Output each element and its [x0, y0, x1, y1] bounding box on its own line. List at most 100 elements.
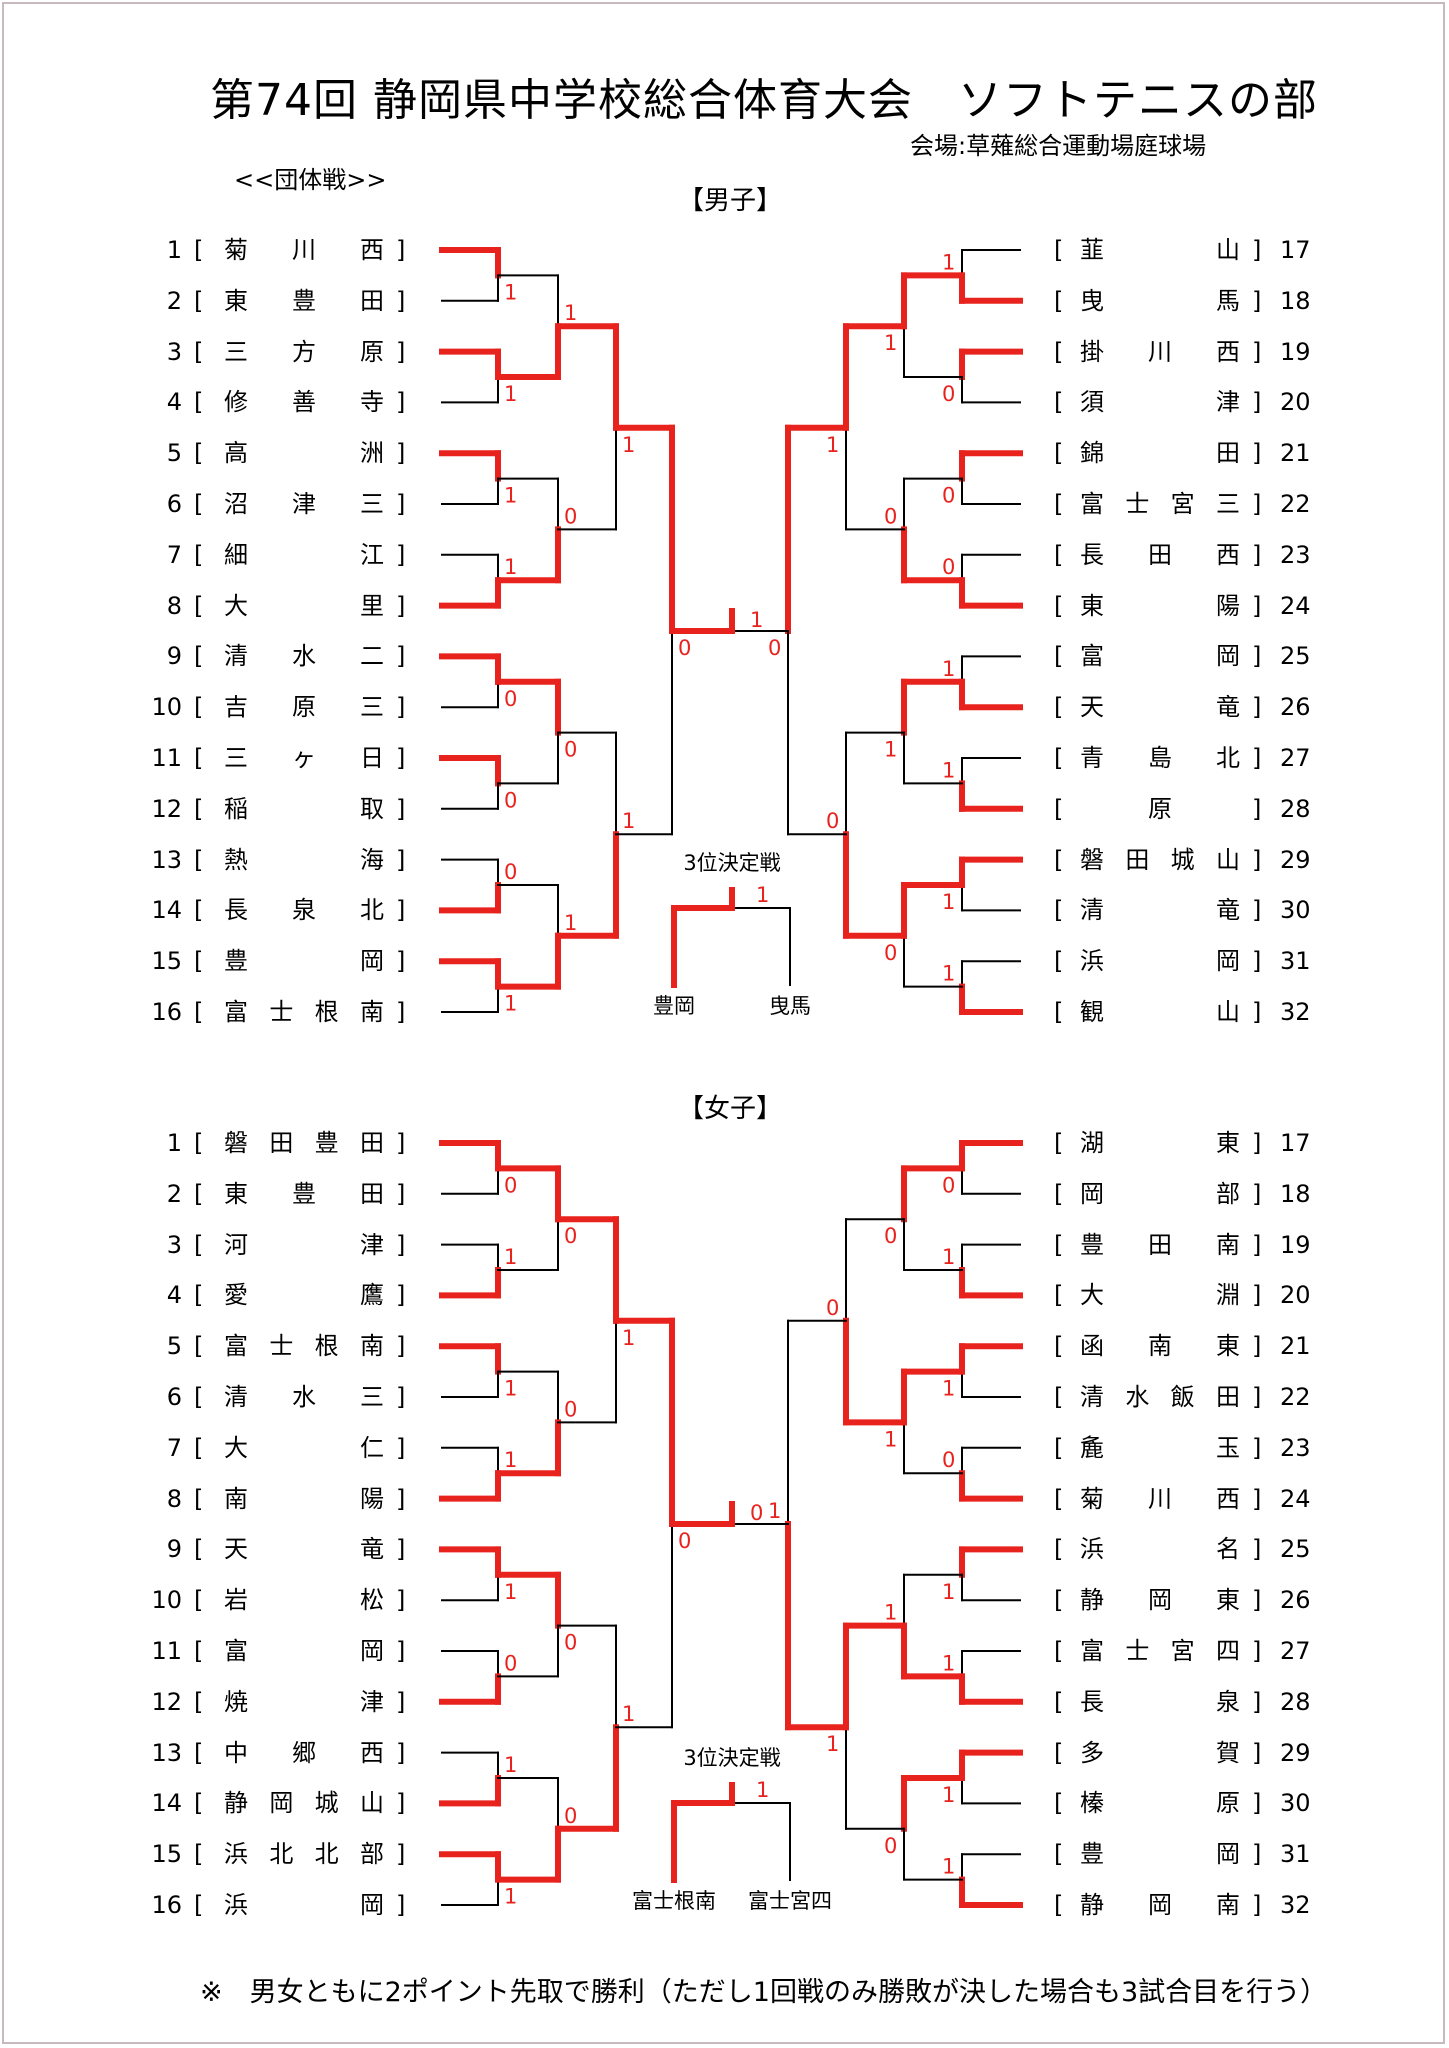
team-name: 吉原三 [224, 690, 384, 724]
team-name-char: 泉 [1216, 1687, 1240, 1716]
bracket-close: ] [396, 1332, 406, 1361]
bracket-close: ] [1252, 1332, 1262, 1361]
team-entry: 3[河津] [150, 1228, 430, 1262]
team-entry: 13[熱海] [150, 843, 430, 877]
bracket-open: [ [1054, 1738, 1064, 1767]
bracket-close: ] [1252, 744, 1262, 772]
bracket-open: [ [194, 1738, 204, 1767]
match-score: 0 [942, 1448, 955, 1472]
bracket-open: [ [194, 1179, 204, 1208]
bracket-close: ] [1252, 1789, 1262, 1818]
team-entry: 7[細江] [150, 538, 430, 572]
team-name: 東陽 [1080, 589, 1240, 623]
team-name-char: 川 [292, 236, 316, 264]
match-score: 1 [942, 758, 955, 782]
bracket-close: ] [396, 693, 406, 722]
match-score: 0 [564, 1804, 577, 1828]
team-number: 5 [166, 1332, 182, 1361]
bracket-close: ] [396, 1433, 406, 1462]
team-name: 韮山 [1080, 233, 1240, 267]
team-entry: [豊田南]19 [1054, 1228, 1334, 1262]
team-number: 3 [166, 337, 182, 366]
match-score: 1 [768, 1499, 781, 1523]
team-number: 21 [1280, 1332, 1311, 1361]
third-place-right-team: 富士宮四 [748, 1889, 832, 1913]
team-name-char: 東 [224, 286, 248, 315]
team-entry: [韮山]17 [1054, 233, 1334, 267]
team-name-char: 原 [360, 337, 384, 366]
match-score: 1 [942, 1651, 955, 1675]
footnote: ※ 男女ともに2ポイント先取で勝利（ただし1回戦のみ勝敗が決した場合も3試合目を… [200, 1977, 1328, 2008]
team-name-char: 天 [224, 1535, 248, 1564]
team-name-char: 岡 [269, 1789, 294, 1818]
team-name: 東豊田 [224, 284, 384, 318]
team-number: 22 [1280, 1383, 1311, 1411]
bracket-close: ] [396, 1840, 406, 1869]
bracket-close: ] [396, 591, 406, 620]
bracket-open: [ [194, 1332, 204, 1361]
bracket-open: [ [1054, 794, 1064, 823]
team-name-char: 北 [1216, 744, 1240, 772]
team-name-char: 大 [224, 591, 248, 620]
team-entry: [菊川西]24 [1054, 1482, 1334, 1516]
team-name-char: 陽 [360, 1484, 384, 1513]
match-score: 0 [564, 504, 577, 528]
team-name-char: 根 [314, 998, 339, 1026]
bracket-close: ] [1252, 1179, 1262, 1208]
team-name-char: 部 [359, 1840, 384, 1869]
team-number: 24 [1280, 591, 1311, 620]
bracket-close: ] [1252, 794, 1262, 823]
bracket-close: ] [1252, 1383, 1262, 1411]
team-entry: 2[東豊田] [150, 1177, 430, 1211]
team-number: 32 [1280, 998, 1311, 1026]
bracket-open: [ [194, 1230, 204, 1259]
team-number: 8 [166, 1484, 182, 1513]
team-number: 30 [1280, 1789, 1311, 1818]
team-entry: [磐田城山]29 [1054, 843, 1334, 877]
team-name: 河津 [224, 1228, 384, 1262]
team-name-char: 磐 [1080, 845, 1104, 874]
team-name-char: 賀 [1216, 1738, 1240, 1767]
team-name-char: 泉 [292, 896, 316, 925]
team-name-char: 江 [360, 540, 384, 569]
team-name-char: 岡 [360, 1637, 384, 1665]
team-entry: [浜岡]31 [1054, 944, 1334, 978]
bracket-close: ] [396, 1484, 406, 1513]
bracket-open: [ [1054, 1332, 1064, 1361]
team-name-char: 豊 [292, 1179, 316, 1208]
team-name-char: 豊 [314, 1129, 339, 1157]
team-number: 6 [166, 490, 182, 518]
match-score: 1 [884, 1427, 897, 1451]
bracket-open: [ [194, 693, 204, 722]
match-score: 1 [504, 1245, 517, 1269]
bracket-close: ] [396, 794, 406, 823]
bracket-close: ] [396, 337, 406, 366]
team-entry: 4[愛鷹] [150, 1278, 430, 1312]
team-name: 大淵 [1080, 1278, 1240, 1312]
team-name-char: 富 [1080, 642, 1104, 671]
bracket-close: ] [396, 1687, 406, 1716]
team-number: 27 [1280, 744, 1311, 772]
team-name: 磐田豊田 [224, 1126, 384, 1160]
match-score: 1 [504, 555, 517, 579]
team-name: 錦田 [1080, 436, 1240, 470]
team-entry: 16[浜岡] [150, 1888, 430, 1922]
bracket-open: [ [194, 1535, 204, 1564]
match-score: 1 [826, 433, 839, 457]
match-score: 1 [942, 962, 955, 986]
team-number: 29 [1280, 1738, 1311, 1767]
team-name: 浜北北部 [224, 1837, 384, 1871]
team-name-char: 川 [1148, 1484, 1172, 1513]
bracket-open: [ [1054, 998, 1064, 1026]
team-name: 天竜 [1080, 690, 1240, 724]
team-number: 2 [166, 286, 182, 315]
third-place-score: 1 [756, 883, 769, 907]
team-name-char: 高 [224, 439, 248, 468]
team-number: 14 [151, 896, 182, 925]
bracket-open: [ [1054, 1281, 1064, 1310]
team-name-char: 西 [1216, 337, 1240, 366]
bracket-open: [ [1054, 439, 1064, 468]
team-name-char: 錦 [1080, 439, 1104, 468]
team-number: 15 [151, 1840, 182, 1869]
team-name: 稲取 [224, 792, 384, 826]
